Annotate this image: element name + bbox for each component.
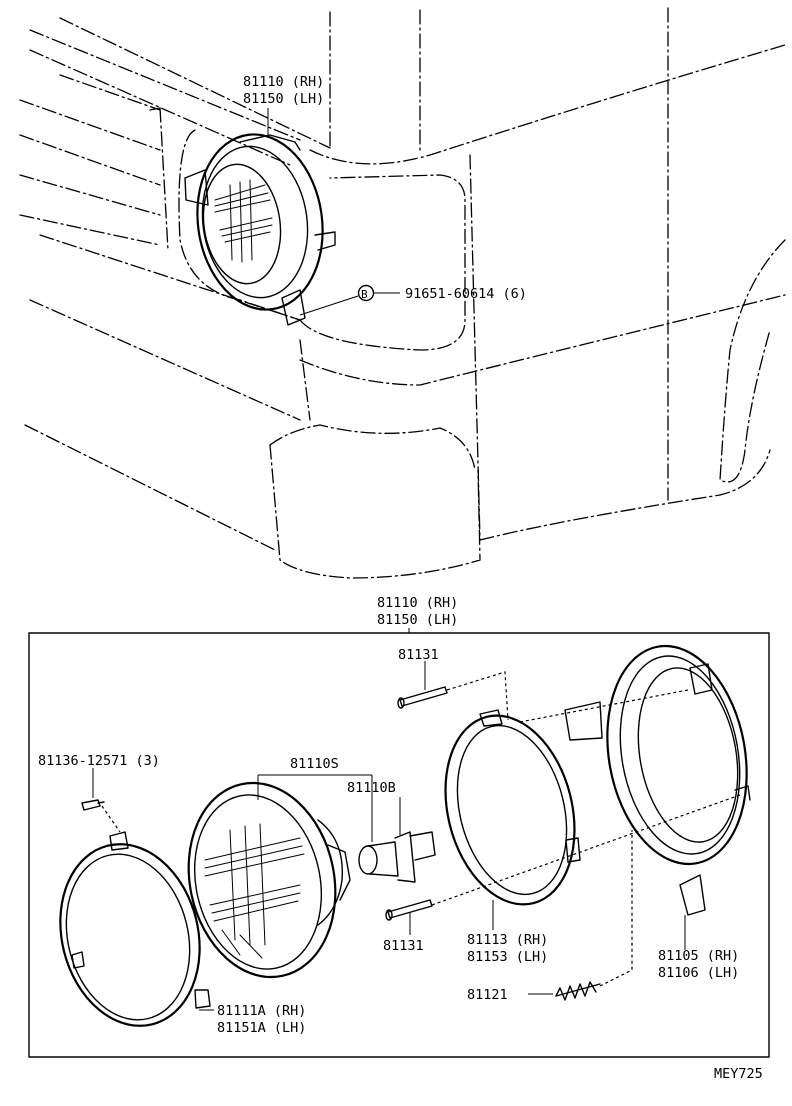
- housing-rh-label: 81105 (RH): [658, 948, 739, 964]
- adjusting-screw-top: [397, 671, 509, 721]
- top-assembly-lh-label: 81150 (LH): [243, 91, 324, 107]
- diagram-code: MEY725: [714, 1066, 763, 1082]
- screw-callout-label: 91651-60614 (6): [405, 286, 527, 302]
- screw-bottom-label: 81131: [383, 938, 424, 954]
- retaining-ring-lh-label: 81151A (LH): [217, 1020, 306, 1036]
- small-screw-label: 81136-12571 (3): [38, 753, 160, 769]
- box-assembly-rh-label: 81110 (RH): [377, 595, 458, 611]
- small-screw: [81, 799, 121, 833]
- mount-ring-lh-label: 81153 (LH): [467, 949, 548, 965]
- callout-mark-b: B: [361, 288, 368, 301]
- exploded-view-frame: [28, 632, 770, 1058]
- mount-ring-rh-label: 81113 (RH): [467, 932, 548, 948]
- box-assembly-lh-label: 81150 (LH): [377, 612, 458, 628]
- mounting-ring: [444, 709, 581, 906]
- screw-top-label: 81131: [398, 647, 439, 663]
- adjusting-screw-bottom: [385, 899, 433, 921]
- spring-label: 81121: [467, 987, 508, 1003]
- top-assembly-rh-label: 81110 (RH): [243, 74, 324, 90]
- bulb-label: 81110B: [347, 780, 396, 796]
- housing-lh-label: 81106 (LH): [658, 965, 739, 981]
- adjusting-spring: [555, 830, 633, 1001]
- screw-callout: B 91651-60614 (6): [299, 284, 527, 316]
- installed-headlamp-assembly: [184, 133, 336, 326]
- bulb: [358, 831, 436, 883]
- sealed-beam-unit: [187, 781, 351, 979]
- retaining-ring-rh-label: 81111A (RH): [217, 1003, 306, 1019]
- retaining-ring: [59, 831, 211, 1027]
- sealed-beam-label: 81110S: [290, 756, 339, 772]
- headlamp-housing: [431, 644, 751, 916]
- vehicle-body-outline: [19, 7, 786, 579]
